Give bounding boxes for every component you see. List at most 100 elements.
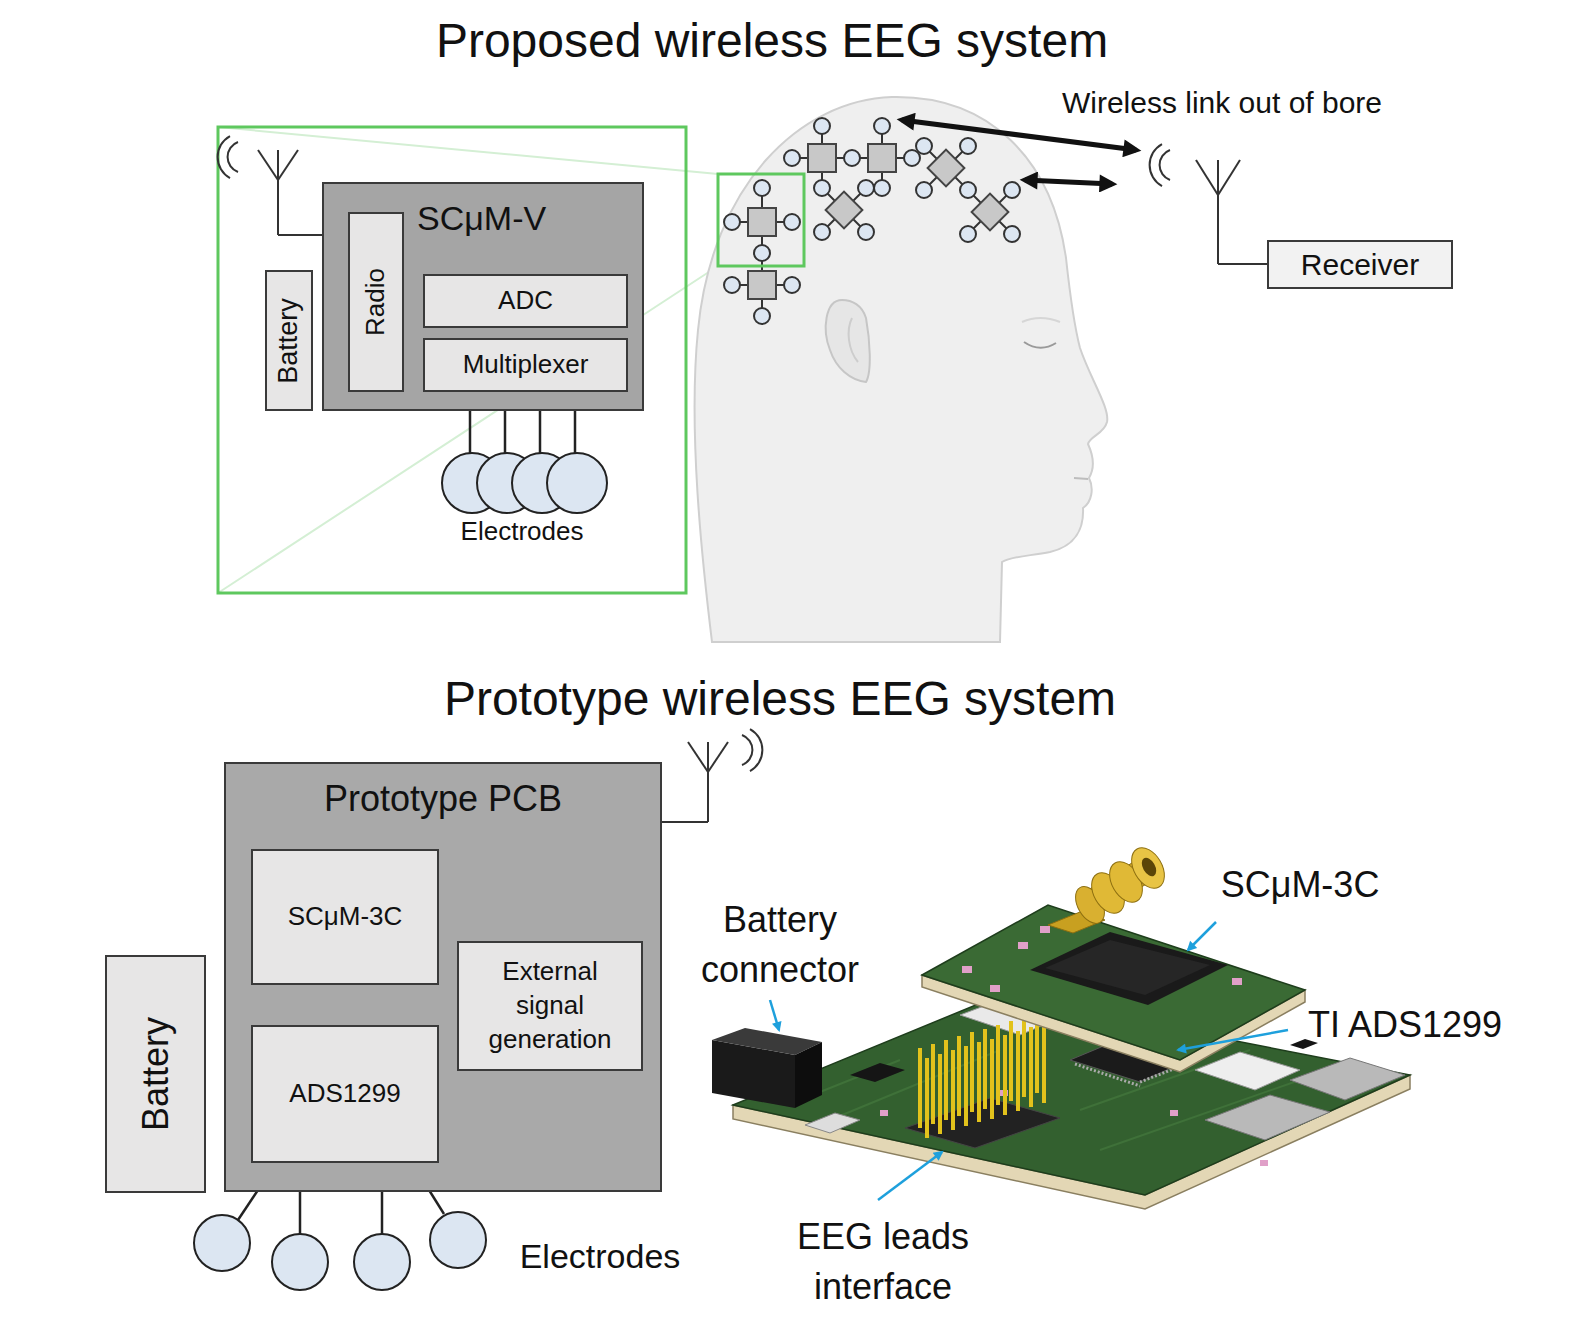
adc-block: ADC [423, 274, 628, 328]
antenna-symbol [218, 136, 322, 235]
box-label: External signal generation [465, 955, 635, 1056]
sensor-node-symbol [868, 144, 896, 172]
box-label: Receiver [1301, 245, 1419, 284]
pcb-render [1170, 1110, 1178, 1116]
box-label: ADS1299 [289, 1077, 400, 1111]
antenna-symbol [277, 150, 279, 235]
antenna-symbol [707, 742, 709, 822]
antenna-symbol [1196, 160, 1218, 195]
sensor-node-symbol [748, 271, 776, 299]
electrode-symbol [814, 224, 830, 240]
electrode-wire [968, 190, 1012, 234]
electrode-symbol [784, 214, 800, 230]
antenna-symbol [228, 142, 238, 172]
zoom-highlight [718, 174, 804, 266]
head-illustration [826, 300, 870, 382]
head-illustration [1024, 342, 1056, 348]
electrode-symbol [754, 308, 770, 324]
pcb-render [1205, 1095, 1330, 1140]
electrode-wire [924, 146, 968, 190]
zoom-projection [218, 127, 718, 174]
antenna-symbol [258, 150, 278, 180]
antenna-symbol [750, 729, 762, 771]
electrode-symbol [724, 277, 740, 293]
electrode-symbol [960, 226, 976, 242]
sensor-node-symbol [808, 144, 836, 172]
antenna-symbol [742, 735, 752, 765]
pcb-render [1290, 1058, 1405, 1100]
multiplexer-block: Multiplexer [423, 338, 628, 392]
wireless-link-arrow [902, 120, 1136, 150]
annotation-label: TI ADS1299 [1308, 1000, 1502, 1050]
pcb-render [1125, 842, 1171, 894]
box-label: Multiplexer [463, 348, 589, 382]
signal-generator-block: External signal generation [457, 941, 643, 1071]
box-label: Battery [132, 1017, 179, 1131]
pcb-render [1045, 940, 1210, 995]
pcb-render [880, 1110, 888, 1116]
annotation-label: EEG leads interface [758, 1212, 1008, 1311]
pcb-render [922, 905, 1305, 1060]
pcb-render [1018, 942, 1028, 949]
electrode-wire [968, 190, 1012, 234]
annotation-label: Battery connector [665, 895, 895, 994]
chip-box: SCμM-VRadioADCMultiplexer [322, 182, 644, 411]
electrode-symbol [442, 453, 607, 513]
antenna-symbol [278, 234, 322, 236]
pcb-render [1139, 855, 1159, 878]
electrode-symbol [754, 180, 770, 196]
antenna-symbol [1218, 160, 1240, 195]
diagram-title: Proposed wireless EEG system [0, 12, 1544, 70]
electrode-symbol [354, 1234, 410, 1290]
battery-box: Battery [265, 270, 313, 411]
antenna-symbol [688, 742, 708, 772]
pcb-box: Prototype PCBSCμM-3CExternal signal gene… [224, 762, 662, 1192]
electrode-symbol [754, 245, 770, 261]
box-label: SCμM-3C [288, 900, 403, 934]
antenna-symbol [1150, 144, 1162, 186]
annotation-label: Electrodes [461, 514, 584, 550]
battery-box: Battery [105, 955, 206, 1193]
pcb-render [1195, 1052, 1300, 1090]
electrode-symbol [724, 214, 740, 230]
electrode-symbol [784, 150, 800, 166]
antenna-symbol [218, 136, 230, 178]
electrode-symbol [430, 1212, 486, 1268]
antenna-symbol [662, 729, 762, 822]
annotation-label: SCμM-3C [1221, 860, 1380, 910]
leader-line [878, 1152, 942, 1200]
head-illustration [1022, 318, 1060, 322]
electrode-wire [924, 146, 968, 190]
antenna-symbol [708, 742, 728, 772]
pcb-render [1232, 978, 1242, 985]
electrode-wire [732, 126, 1012, 316]
sensor-node-symbol [748, 144, 1008, 299]
electrode-symbol [904, 150, 920, 166]
annotation-label: Wireless link out of bore [1062, 82, 1382, 123]
pcb-render [795, 1042, 822, 1108]
electrode-symbol [960, 138, 976, 154]
electrode-symbol [784, 277, 800, 293]
antenna-symbol [662, 821, 708, 823]
head-illustration [1074, 478, 1088, 479]
antenna-symbol [1218, 263, 1267, 265]
leader-line [1188, 922, 1216, 950]
zoom-projection [218, 127, 718, 593]
electrode-symbol [194, 1212, 486, 1290]
receiver-box: Receiver [1267, 240, 1453, 289]
antenna-symbol [1160, 150, 1170, 180]
pcb-render [962, 926, 1242, 992]
electrode-symbol [1004, 182, 1020, 198]
pcb-render [1030, 932, 1228, 1005]
electrode-wire [822, 188, 866, 232]
pcb-render [1260, 1160, 1268, 1166]
antenna-symbol [278, 150, 298, 180]
electrode-symbol [272, 1234, 328, 1290]
box-label: ADC [498, 284, 553, 318]
electrode-symbol [844, 150, 860, 166]
head-illustration [849, 318, 858, 362]
annotation-label: Electrodes [520, 1233, 681, 1280]
box-label: Radio [359, 268, 393, 336]
